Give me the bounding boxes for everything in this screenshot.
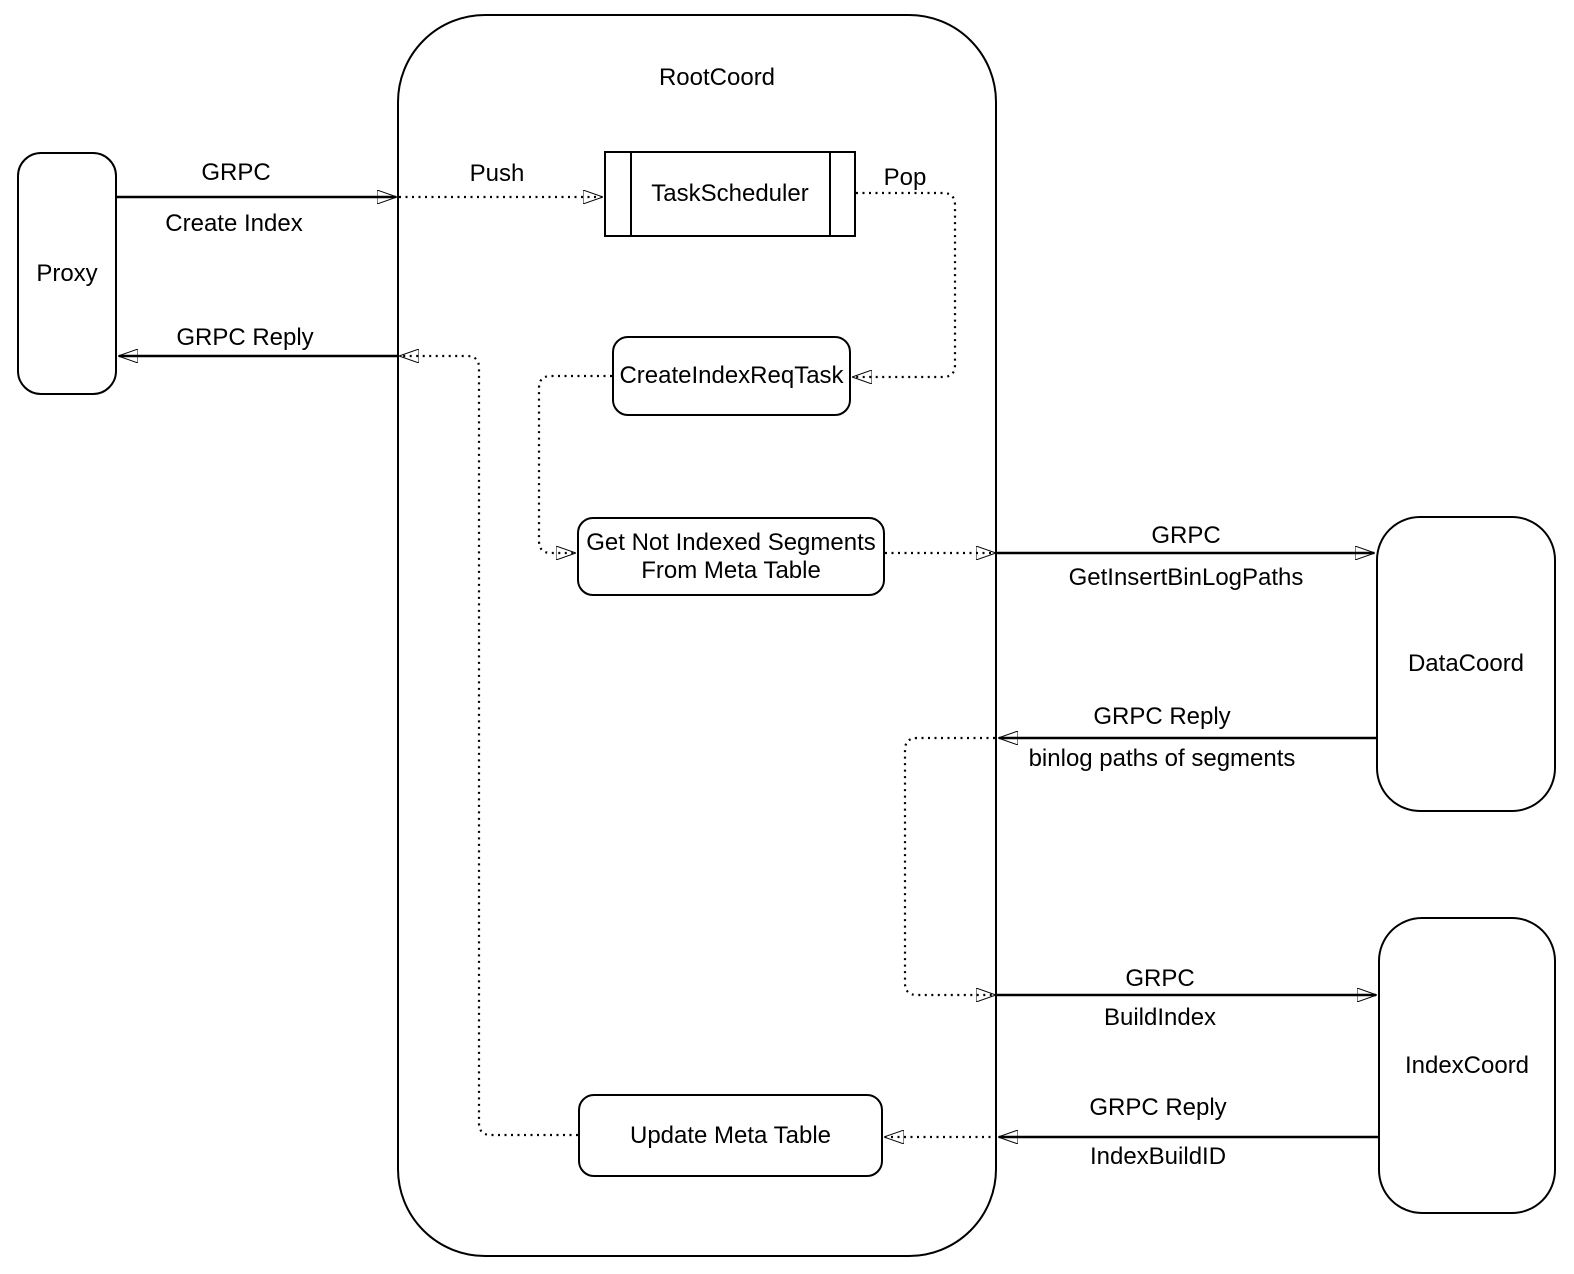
proxy-label: Proxy: [36, 259, 98, 287]
binlog-reply-protocol-label: GRPC Reply: [1093, 703, 1231, 730]
index-build-reply-payload-label: IndexBuildID: [1089, 1143, 1227, 1170]
build-index-protocol-label: GRPC: [1125, 965, 1195, 992]
data-coord-label: DataCoord: [1407, 650, 1525, 677]
push-label: Push: [469, 160, 525, 187]
index-coord-node: IndexCoord: [1378, 917, 1556, 1214]
update-meta-table-node: Update Meta Table: [578, 1094, 883, 1177]
get-not-indexed-segments-label: Get Not Indexed Segments From Meta Table: [586, 529, 876, 585]
task-scheduler-label: TaskScheduler: [651, 180, 809, 207]
data-coord-node: DataCoord: [1376, 516, 1556, 812]
get-insert-binlog-method-label: GetInsertBinLogPaths: [1068, 564, 1304, 591]
get-not-indexed-line2: From Meta Table: [641, 556, 821, 584]
rootcoord-title: RootCoord: [658, 64, 776, 91]
get-insert-binlog-protocol-label: GRPC: [1151, 522, 1221, 549]
binlog-reply-payload-label: binlog paths of segments: [1028, 745, 1296, 772]
index-build-reply-protocol-label: GRPC Reply: [1089, 1094, 1227, 1121]
task-scheduler-left-bar: [629, 153, 632, 235]
build-index-method-label: BuildIndex: [1103, 1004, 1217, 1031]
create-index-method-label: Create Index: [165, 210, 303, 237]
get-not-indexed-segments-node: Get Not Indexed Segments From Meta Table: [577, 517, 885, 596]
index-coord-label: IndexCoord: [1404, 1051, 1530, 1079]
create-index-req-task-label: CreateIndexReqTask: [619, 362, 844, 389]
task-scheduler-right-bar: [828, 153, 831, 235]
pop-label: Pop: [883, 164, 927, 191]
update-meta-table-label: Update Meta Table: [629, 1121, 832, 1149]
create-index-req-task-node: CreateIndexReqTask: [612, 336, 851, 416]
task-scheduler-node: TaskScheduler: [604, 151, 856, 237]
create-index-protocol-label: GRPC: [201, 159, 271, 186]
get-not-indexed-line1: Get Not Indexed Segments: [586, 528, 876, 556]
proxy-node: Proxy: [17, 152, 117, 395]
create-index-reply-label: GRPC Reply: [176, 324, 314, 351]
